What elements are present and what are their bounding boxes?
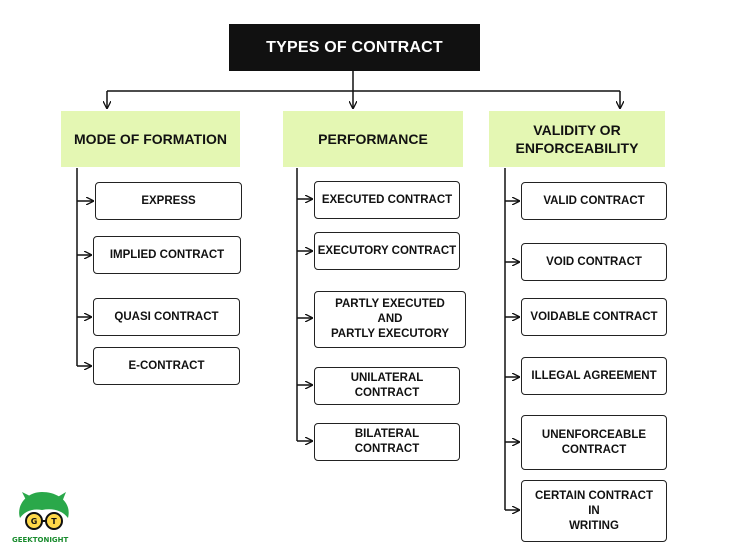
item-e-contract: E-CONTRACT <box>93 347 240 385</box>
svg-text:G: G <box>31 517 38 526</box>
item-implied-contract: IMPLIED CONTRACT <box>93 236 241 274</box>
item-void-contract: VOID CONTRACT <box>521 243 667 281</box>
item-executory-contract: EXECUTORY CONTRACT <box>314 232 460 270</box>
item-certain-contract-in-writing: CERTAIN CONTRACT IN WRITING <box>521 480 667 542</box>
logo-wordmark: GEEKTONIGHT <box>12 536 69 544</box>
item-executed-contract: EXECUTED CONTRACT <box>314 181 460 219</box>
geektonight-logo-icon: G T <box>19 492 69 530</box>
item-express: EXPRESS <box>95 182 242 220</box>
item-quasi-contract: QUASI CONTRACT <box>93 298 240 336</box>
item-unilateral-contract: UNILATERAL CONTRACT <box>314 367 460 405</box>
item-unenforceable-contract: UNENFORCEABLE CONTRACT <box>521 415 667 470</box>
category-validity-or-enforceability: VALIDITY OR ENFORCEABILITY <box>489 111 665 167</box>
svg-text:T: T <box>51 517 57 526</box>
item-partly-executed-and-partly-executory: PARTLY EXECUTED AND PARTLY EXECUTORY <box>314 291 466 348</box>
item-bilateral-contract: BILATERAL CONTRACT <box>314 423 460 461</box>
item-valid-contract: VALID CONTRACT <box>521 182 667 220</box>
item-voidable-contract: VOIDABLE CONTRACT <box>521 298 667 336</box>
category-mode-of-formation: MODE OF FORMATION <box>61 111 240 167</box>
category-performance: PERFORMANCE <box>283 111 463 167</box>
diagram-title: TYPES OF CONTRACT <box>229 24 480 71</box>
item-illegal-agreement: ILLEGAL AGREEMENT <box>521 357 667 395</box>
